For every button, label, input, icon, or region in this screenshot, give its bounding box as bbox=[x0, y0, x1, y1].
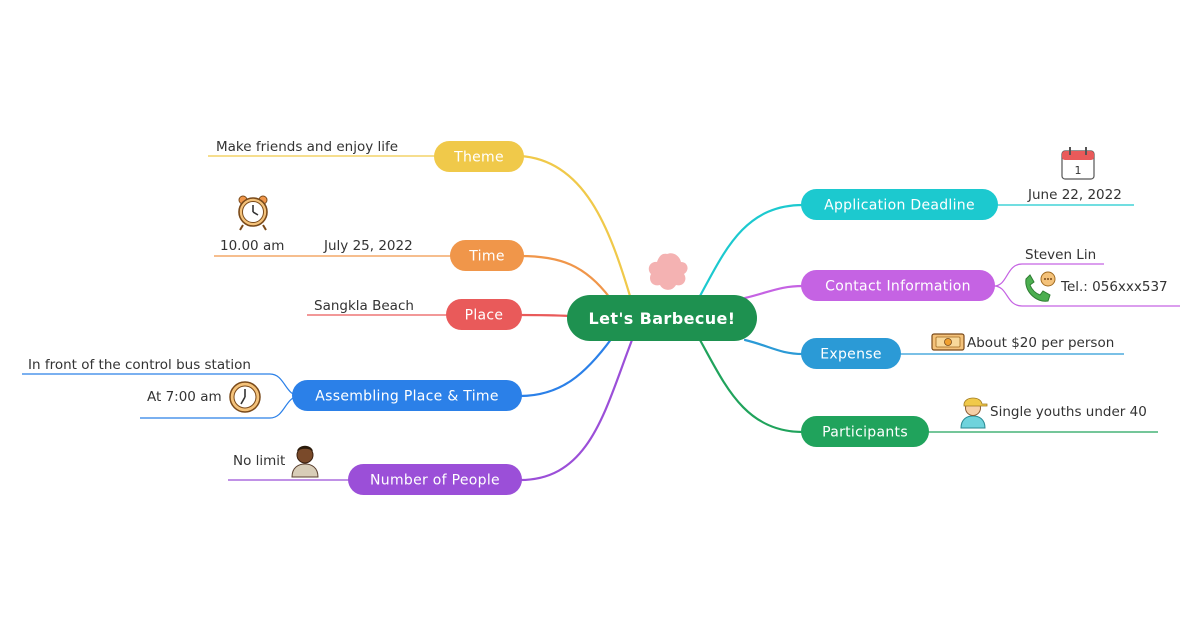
theme-detail: Make friends and enjoy life bbox=[216, 139, 398, 155]
connector-time bbox=[518, 254, 612, 300]
connector-deadline bbox=[698, 203, 805, 298]
topic-contact-label: Contact Information bbox=[825, 279, 971, 295]
alarm-clock-icon bbox=[238, 195, 268, 231]
expense-detail: About $20 per person bbox=[967, 335, 1114, 351]
central-topic-label: Let's Barbecue! bbox=[589, 309, 736, 328]
topic-people-count[interactable]: Number of People bbox=[348, 464, 522, 495]
assembling-detail-time: At 7:00 am bbox=[147, 389, 222, 405]
topic-theme[interactable]: Theme bbox=[434, 141, 524, 172]
connector-people bbox=[518, 338, 634, 482]
topic-expense-label: Expense bbox=[820, 347, 882, 363]
youth-avatar-icon bbox=[960, 397, 988, 429]
topic-time[interactable]: Time bbox=[450, 240, 524, 271]
topic-theme-label: Theme bbox=[453, 150, 504, 166]
topic-deadline[interactable]: Application Deadline bbox=[801, 189, 998, 220]
phone-chat-icon bbox=[1025, 271, 1056, 302]
topic-place[interactable]: Place bbox=[446, 299, 522, 330]
topic-assembling-label: Assembling Place & Time bbox=[315, 389, 499, 405]
connector-participants bbox=[698, 338, 805, 434]
topic-contact[interactable]: Contact Information bbox=[801, 270, 995, 301]
topic-participants-label: Participants bbox=[822, 425, 908, 441]
branch-connectors bbox=[518, 154, 805, 482]
topic-place-label: Place bbox=[465, 308, 504, 324]
topic-assembling[interactable]: Assembling Place & Time bbox=[292, 380, 522, 411]
participants-detail: Single youths under 40 bbox=[990, 404, 1147, 420]
place-detail: Sangkla Beach bbox=[314, 298, 414, 314]
money-icon bbox=[931, 333, 965, 351]
connector-contact bbox=[743, 284, 805, 300]
central-topic-box bbox=[567, 295, 757, 341]
time-detail-date: July 25, 2022 bbox=[323, 238, 413, 254]
calendar-icon: 1 bbox=[1061, 147, 1095, 180]
assembling-detail-place: In front of the control bus station bbox=[28, 357, 251, 373]
connector-place bbox=[518, 313, 572, 318]
clock-icon bbox=[229, 381, 261, 413]
topic-expense[interactable]: Expense bbox=[801, 338, 901, 369]
time-detail-hour: 10.00 am bbox=[220, 238, 284, 254]
person-avatar-icon bbox=[291, 445, 319, 478]
deadline-detail: June 22, 2022 bbox=[1027, 187, 1122, 203]
topic-people-count-label: Number of People bbox=[370, 473, 500, 489]
topic-deadline-label: Application Deadline bbox=[824, 198, 975, 214]
central-topic[interactable]: Let's Barbecue! bbox=[567, 253, 757, 341]
bbq-splash-icon bbox=[648, 253, 688, 290]
people-count-detail: No limit bbox=[233, 453, 285, 469]
contact-detail-phone: Tel.: 056xxx537 bbox=[1060, 279, 1168, 295]
topic-time-label: Time bbox=[468, 249, 504, 265]
contact-detail-name: Steven Lin bbox=[1025, 247, 1096, 263]
calendar-day: 1 bbox=[1075, 164, 1082, 177]
connector-expense bbox=[743, 338, 805, 356]
connector-theme bbox=[518, 154, 632, 298]
connector-assembling bbox=[518, 336, 614, 398]
topic-participants[interactable]: Participants bbox=[801, 416, 929, 447]
